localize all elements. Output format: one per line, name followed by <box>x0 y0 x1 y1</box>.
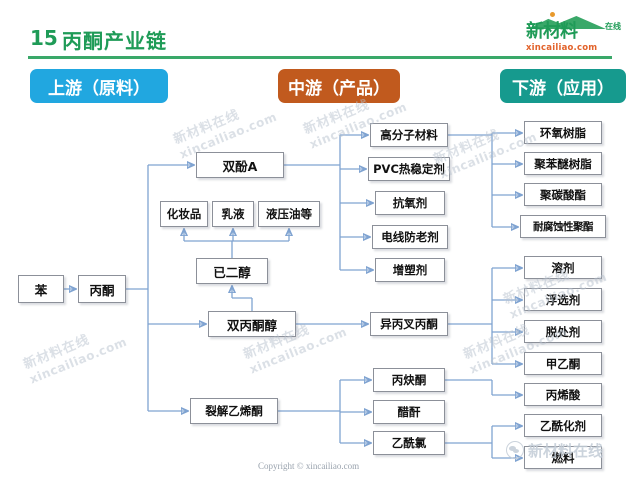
node-epoxy-resin: 环氧树脂 <box>524 121 602 144</box>
node-acetic-anhydride: 醋酐 <box>373 400 445 424</box>
logo-main-text: 新材料 <box>526 21 578 42</box>
node-anticorrosive-polyester: 耐腐蚀性聚酯 <box>520 215 606 238</box>
page-title: 丙酮产业链 <box>62 29 167 53</box>
node-ppe-resin: 聚苯醚树脂 <box>524 152 602 175</box>
node-antioxidant: 抗氧剂 <box>375 191 445 215</box>
node-acetylating-agent: 乙酰化剂 <box>524 414 602 437</box>
node-plasticizer: 增塑剂 <box>375 258 445 282</box>
node-acetone: 丙酮 <box>78 275 126 303</box>
node-polymer-material: 高分子材料 <box>370 123 448 147</box>
header-divider <box>28 56 612 59</box>
node-hexanediol: 已二醇 <box>196 258 268 284</box>
node-cracked-ketene: 裂解乙烯酮 <box>190 398 278 424</box>
node-propynone: 丙炔酮 <box>373 368 445 392</box>
node-solvent: 溶剂 <box>524 256 602 279</box>
stage-tab-midstream: 中游（产品） <box>278 69 400 103</box>
node-cosmetics: 化妆品 <box>160 201 208 227</box>
node-stripping-agent: 脱处剂 <box>524 320 602 343</box>
node-fuel: 燃料 <box>524 446 602 469</box>
node-mesityl-oxide: 异丙叉丙酮 <box>370 312 448 336</box>
copyright-text: Copyright © xincailiao.com <box>258 461 360 471</box>
node-emulsion: 乳液 <box>212 201 254 227</box>
logo-side-text: 在线 <box>605 22 621 31</box>
node-benzene: 苯 <box>18 275 64 303</box>
node-wire-antiaging: 电线防老剂 <box>372 225 448 249</box>
stage-tab-upstream: 上游（原料） <box>30 69 168 103</box>
logo-url-text: xincailiao.com <box>526 43 598 53</box>
stage-tab-downstream: 下游（应用） <box>500 69 626 103</box>
brand-logo: 新材料 在线 xincailiao.com <box>524 12 628 54</box>
node-polycarbonate: 聚碳酸酯 <box>524 183 602 206</box>
node-acetyl-chloride: 乙酰氯 <box>373 431 445 455</box>
node-bisphenol-a: 双酚A <box>196 152 284 178</box>
node-pvc-heat-stabilizer: PVC热稳定剂 <box>368 157 450 181</box>
logo-dot-icon <box>550 12 555 17</box>
node-methyl-ethyl-ketone: 甲乙酮 <box>524 352 602 375</box>
node-diacetone-alcohol: 双丙酮醇 <box>208 311 296 337</box>
node-acrylic-acid: 丙烯酸 <box>524 383 602 406</box>
node-flotation-agent: 浮选剂 <box>524 288 602 311</box>
node-hydraulic-oil: 液压油等 <box>258 201 320 227</box>
slide-number: 15 <box>30 26 58 50</box>
